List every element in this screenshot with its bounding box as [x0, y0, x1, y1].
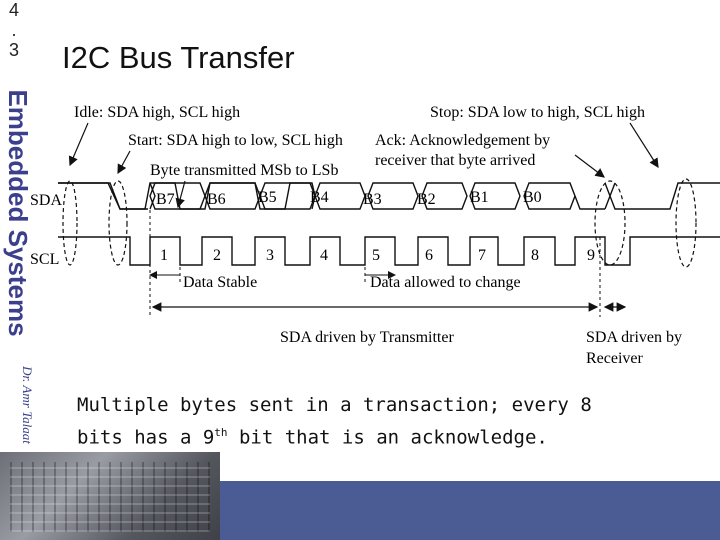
clock-number-2: 2 [213, 247, 221, 264]
sda-label: SDA [30, 192, 62, 209]
sidebar: 4 . 3 Embedded Systems Dr. Amr Talaat [0, 0, 48, 540]
sda-receiver-label-1: SDA driven by [586, 329, 682, 346]
bit-label-b0: B0 [523, 189, 542, 206]
annotation-stop: Stop: SDA low to high, SCL high [430, 104, 645, 121]
dashed-guides [149, 210, 601, 317]
sda-receiver-label-2: Receiver [586, 350, 644, 367]
idle-arrow [68, 122, 89, 167]
bit-label-b6: B6 [207, 191, 226, 208]
annotation-byte: Byte transmitted MSb to LSb [150, 162, 338, 179]
scl-label: SCL [30, 251, 59, 268]
data-stable-label: Data Stable [183, 274, 257, 291]
annotation-start: Start: SDA high to low, SCL high [128, 132, 343, 149]
clock-number-1: 1 [160, 247, 168, 264]
body-line-2: bits has a 9th bit that is an acknowledg… [77, 419, 597, 451]
slide-title: I2C Bus Transfer [62, 40, 295, 75]
dashed-ellipses [62, 178, 697, 268]
body-text: Multiple bytes sent in a transaction; ev… [77, 392, 597, 451]
slide-number-char: . [11, 20, 17, 40]
course-title: Embedded Systems [3, 89, 33, 337]
sda-transmitter-label: SDA driven by Transmitter [280, 329, 454, 346]
annotation-ack-1: Ack: Acknowledgement by [375, 132, 550, 149]
body-line-2-post: bit that is an acknowledge. [227, 426, 548, 449]
bit-label-b7: B7 [156, 191, 175, 208]
annotation-ack-2: receiver that byte arrived [375, 152, 535, 169]
clock-number-4: 4 [320, 247, 328, 264]
circuit-board-pattern [10, 462, 210, 532]
sda-bit-cells [58, 182, 720, 210]
clock-number-3: 3 [266, 247, 274, 264]
stop-arrow [629, 122, 659, 169]
i2c-timing-diagram: Idle: SDA high, SCL high Start: SDA high… [30, 104, 720, 367]
sda-waveform [149, 182, 156, 210]
bit-label-b4: B4 [310, 189, 329, 206]
superscript-th: th [214, 426, 228, 439]
bit-label-b3: B3 [363, 191, 382, 208]
clock-number-5: 5 [372, 247, 380, 264]
ack-arrow [574, 154, 605, 178]
slide-number: 4 . 3 [0, 0, 28, 60]
slide-number-char: 3 [8, 40, 19, 60]
clock-number-9: 9 [587, 247, 595, 264]
body-line-1: Multiple bytes sent in a transaction; ev… [77, 394, 592, 416]
annotation-idle: Idle: SDA high, SCL high [74, 104, 240, 121]
bit-label-b1: B1 [470, 189, 489, 206]
body-line-2-pre: bits has a 9 [77, 426, 215, 449]
data-change-label: Data allowed to change [370, 274, 521, 291]
circuit-board-image [0, 452, 220, 540]
start-arrow [117, 150, 131, 175]
clock-number-8: 8 [531, 247, 539, 264]
scl-waveform [58, 236, 720, 266]
bit-label-b5: B5 [258, 189, 277, 206]
clock-number-6: 6 [425, 247, 433, 264]
bit-label-b2: B2 [417, 191, 436, 208]
clock-number-7: 7 [478, 247, 486, 264]
slide-number-char: 4 [8, 0, 19, 20]
